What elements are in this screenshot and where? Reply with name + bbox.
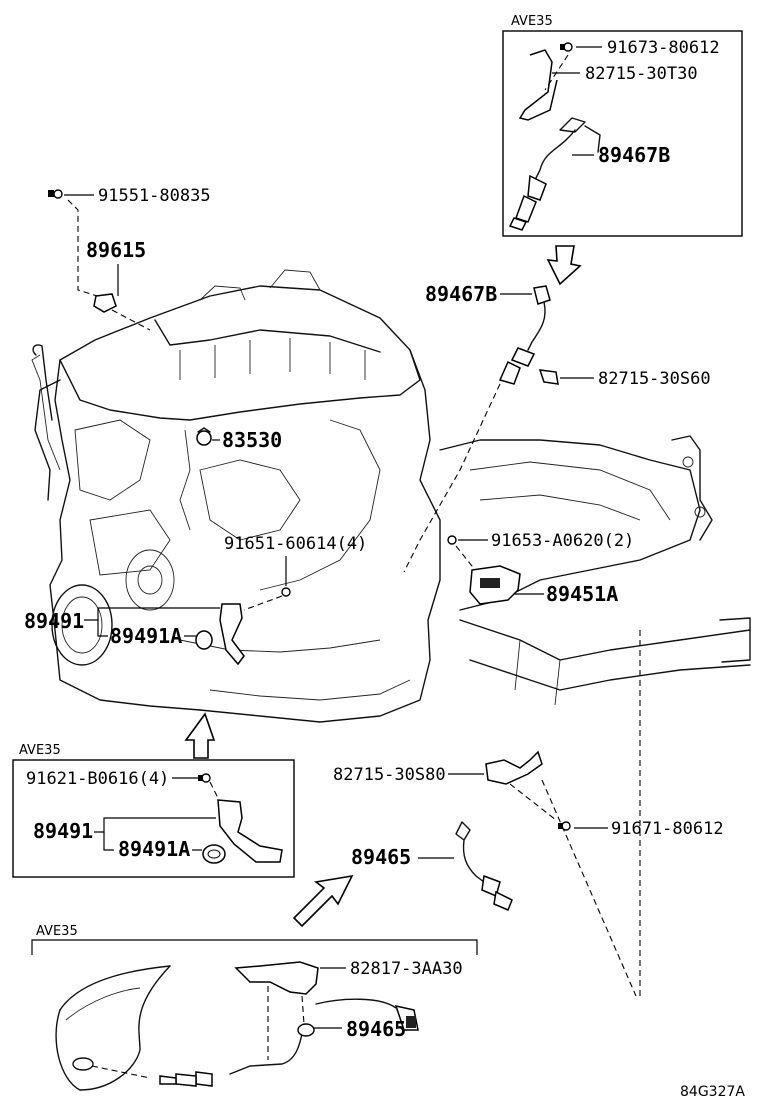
bracket-icon [538, 369, 559, 385]
label-89491A-box: 89491A [118, 837, 190, 861]
bolt-icon [558, 821, 571, 831]
label-91673-80612: 91673-80612 [607, 38, 720, 58]
label-83530: 83530 [222, 428, 282, 452]
oxygen-sensor-icon [159, 1071, 213, 1087]
ave35-box-top-right: AVE35 91673-80612 82715-30T30 89467B [502, 14, 743, 237]
box-title-middle-left: AVE35 [19, 743, 61, 758]
crank-sensor-icon [195, 603, 245, 666]
oxygen-sensor-icon [481, 874, 513, 911]
label-89491: 89491 [24, 609, 84, 633]
label-82817-3AA30: 82817-3AA30 [350, 959, 463, 979]
sensor-unit-icon [469, 565, 521, 605]
label-89491-box: 89491 [33, 819, 93, 843]
oxygen-sensor-icon [498, 285, 551, 385]
label-89465-bottom: 89465 [346, 1017, 406, 1041]
label-82715-30S60: 82715-30S60 [598, 369, 711, 389]
label-82715-30T30: 82715-30T30 [585, 64, 698, 84]
box-title-top-right: AVE35 [511, 14, 553, 29]
label-91621-B0616: 91621-B0616(4) [26, 769, 169, 789]
label-89451A: 89451A [546, 582, 618, 606]
label-91551-80835: 91551-80835 [98, 186, 211, 206]
bolt-icon [560, 42, 573, 52]
ave35-box-bottom: AVE35 82817-3AA30 89465 [31, 924, 478, 1091]
label-89467B-box: 89467B [598, 143, 670, 167]
label-91653-A0620: 91653-A0620(2) [491, 531, 634, 551]
label-91671-80612: 91671-80612 [611, 819, 724, 839]
bolt-icon [48, 189, 63, 199]
arrow-up-icon [184, 712, 216, 759]
label-89465: 89465 [351, 845, 411, 869]
sensor-group-right-lower: 82715-30S80 91671-80612 89465 [333, 630, 724, 1000]
bolt-icon [447, 535, 457, 545]
illustration-code: 84G327A [680, 1084, 745, 1100]
knock-sensor-icon [93, 293, 117, 313]
arrow-up-right-icon [292, 874, 354, 928]
label-89615: 89615 [86, 238, 146, 262]
bolt-icon [281, 587, 291, 597]
label-82715-30S80: 82715-30S80 [333, 765, 446, 785]
oxygen-sensor-icon [508, 174, 547, 231]
ave35-box-middle-left: AVE35 91621-B0616(4) 89491 89491A [12, 743, 295, 878]
label-89467B: 89467B [425, 282, 497, 306]
label-91651-60614: 91651-60614(4) [224, 534, 367, 554]
arrow-down-icon [546, 245, 582, 286]
pressure-switch-icon [196, 427, 212, 446]
engine-illustration [31, 269, 751, 723]
crank-sensor-icon [202, 799, 283, 864]
label-89491A: 89491A [110, 624, 182, 648]
bolt-icon [198, 773, 211, 783]
box-title-bottom: AVE35 [36, 924, 78, 939]
